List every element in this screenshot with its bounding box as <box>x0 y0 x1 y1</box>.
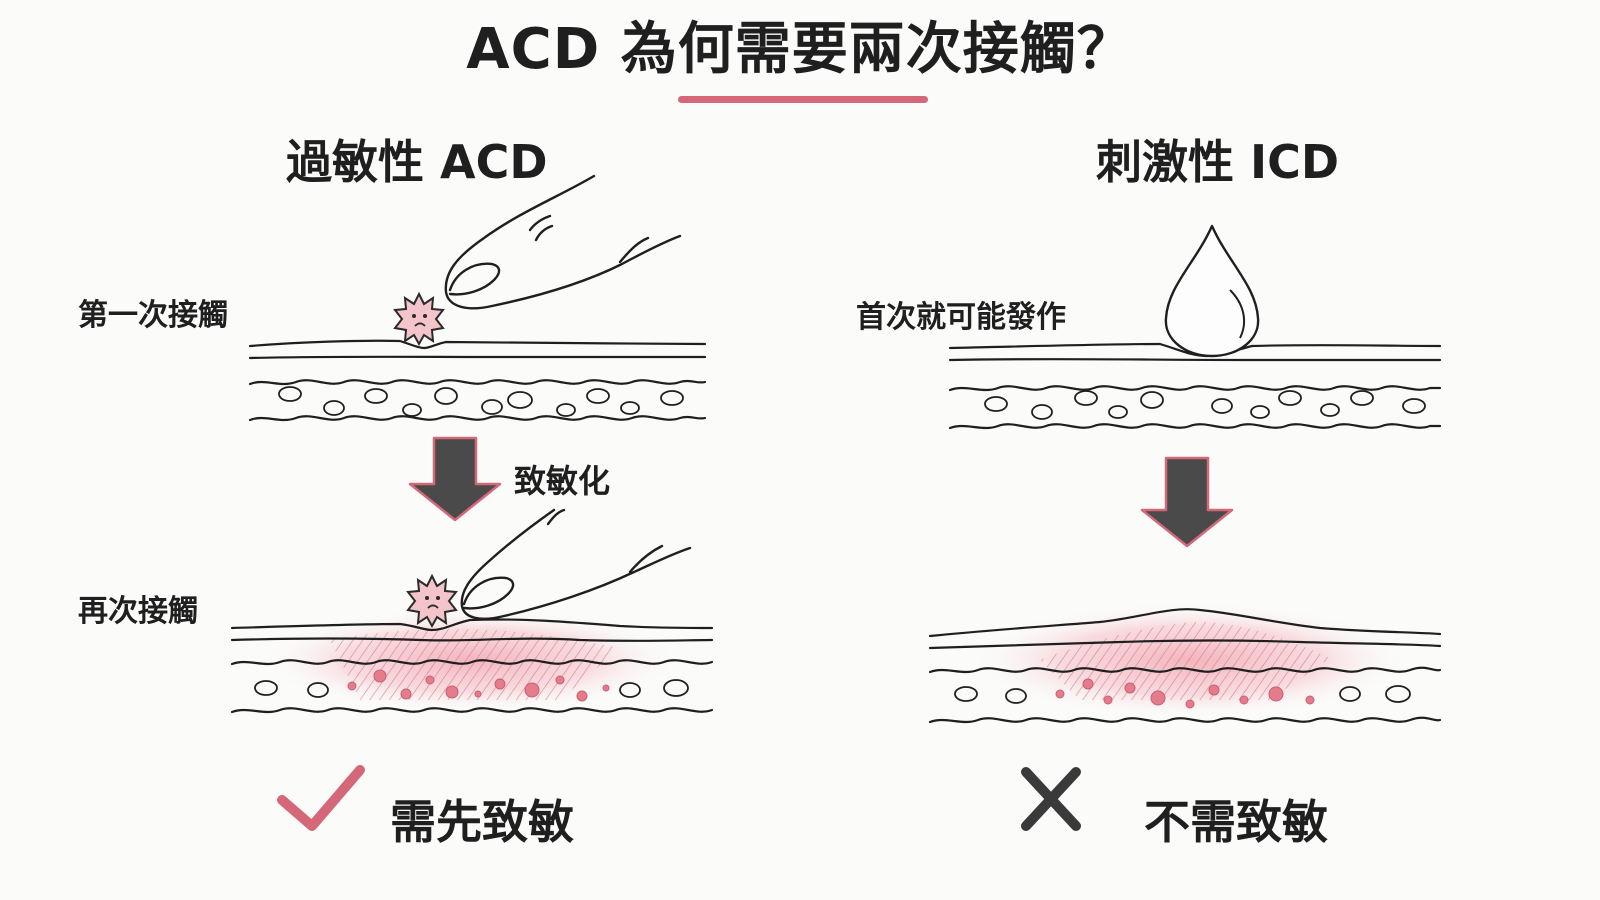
page-title: ACD 為何需要兩次接觸？ <box>466 17 1134 82</box>
acd-heading: 過敏性 ACD <box>286 135 548 189</box>
water-drop-icon <box>1164 224 1260 358</box>
icd-result-text: 不需致敏 <box>1144 795 1328 849</box>
finger-icon <box>460 508 692 620</box>
arrow-down-icon <box>408 436 502 522</box>
sensitization-label: 致敏化 <box>514 462 611 500</box>
arrow-down-icon <box>1140 456 1234 548</box>
check-icon <box>277 765 365 831</box>
cross-icon <box>1021 767 1081 831</box>
acd-second-contact-label: 再次接觸 <box>78 594 198 629</box>
allergen-icon <box>393 291 445 347</box>
acd-second-skin <box>230 608 714 714</box>
allergen-icon <box>406 573 458 629</box>
acd-result-text: 需先致敏 <box>390 795 574 849</box>
acd-first-contact-label: 第一次接觸 <box>78 298 228 333</box>
icd-heading: 刺激性 ICD <box>1096 135 1340 189</box>
icd-first-contact-label: 首次就可能發作 <box>856 300 1066 335</box>
icd-reaction-skin <box>928 602 1442 724</box>
title-underline <box>678 96 928 103</box>
finger-icon <box>444 174 682 310</box>
icd-first-skin <box>948 342 1442 430</box>
acd-first-skin <box>248 339 707 422</box>
